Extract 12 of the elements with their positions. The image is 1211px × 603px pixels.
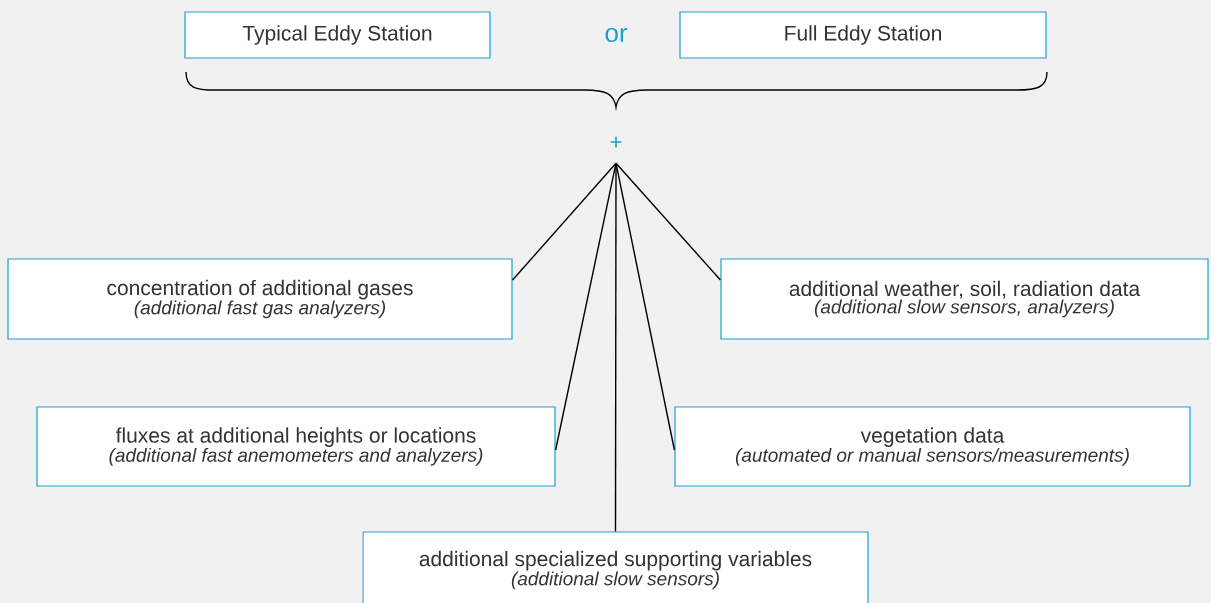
text-box: fluxes at additional heights or locations (additional fast anemometers and analyzers)	[36, 406, 556, 487]
text-box: vegetation data (automated or manual sensors/measurements)	[674, 406, 1191, 487]
text-box: additional specialized supporting variables (additional slow sensors)	[362, 531, 869, 603]
text-box: concentration of additional gases (additional fast gas analyzers)	[7, 258, 513, 340]
connector-word: or	[605, 27, 628, 43]
connector-line	[511, 162, 617, 281]
connector-line	[615, 162, 722, 281]
plus-sign: +	[610, 136, 622, 148]
text-box: Full Eddy Station	[679, 11, 1047, 59]
text-box: Typical Eddy Station	[184, 11, 491, 59]
text-box: additional weather, soil, radiation data (additional slow sensors, analyzers)	[720, 258, 1209, 340]
connector-line	[614, 162, 617, 533]
